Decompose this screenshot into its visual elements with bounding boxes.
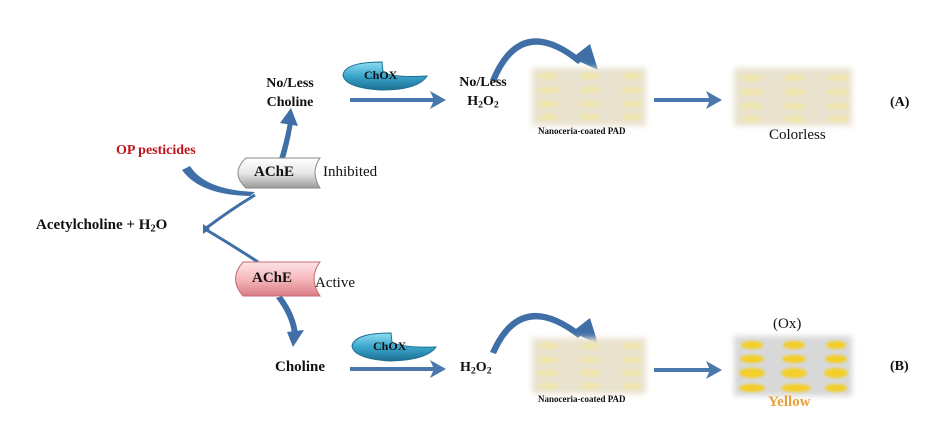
result-a-colorless-pad xyxy=(734,68,852,126)
active-state-label: Active xyxy=(315,275,355,291)
chox-enzyme-icon-b xyxy=(351,332,437,362)
choline-label: Choline xyxy=(275,359,326,375)
arrow-choline-to-h2o2-b xyxy=(350,360,446,378)
ache-active-enzyme-icon xyxy=(235,261,321,297)
pesticide-curved-arrow-icon xyxy=(182,166,255,196)
no-less-h2o2-label: No/Less H2O2 xyxy=(451,73,515,111)
pad-caption-a: Nanoceria-coated PAD xyxy=(538,126,626,136)
result-b-yellow-pad xyxy=(734,336,852,396)
chox-label-b: ChOX xyxy=(373,339,407,353)
pathway-a-label: (A) xyxy=(890,95,910,110)
colorless-label: Colorless xyxy=(769,127,826,143)
ache-inhibited-enzyme-icon xyxy=(237,157,321,189)
chox-enzyme-icon-a xyxy=(342,61,428,91)
branch-junction xyxy=(203,224,210,234)
h2o2-formula-a: H2O2 xyxy=(467,94,499,111)
branch-to-inhibited xyxy=(204,193,256,231)
ache-inhibited-label: AChE xyxy=(254,164,295,180)
branch-lines xyxy=(203,193,259,264)
ache-active-label: AChE xyxy=(252,270,293,286)
ox-label: (Ox) xyxy=(773,316,802,332)
curved-arrow-to-pad-b-icon xyxy=(490,312,598,354)
substrate-text: Acetylcholine + H xyxy=(36,217,151,233)
h2o2-formula-b: H2O2 xyxy=(460,360,492,377)
inhibited-state-label: Inhibited xyxy=(323,164,378,180)
branch-to-active xyxy=(204,227,259,264)
arrow-pad-to-result-a xyxy=(654,91,722,109)
op-pesticides-label: OP pesticides xyxy=(116,143,196,158)
substrate-tail: O xyxy=(155,217,168,233)
pad-b-image xyxy=(532,338,646,394)
yellow-label: Yellow xyxy=(768,394,811,410)
pathway-b-label: (B) xyxy=(890,359,909,374)
arrow-pad-to-result-b xyxy=(654,361,722,379)
no-less-choline-label: No/Less Choline xyxy=(258,74,322,112)
pad-caption-b: Nanoceria-coated PAD xyxy=(538,394,626,404)
no-less-choline-line1: No/Less xyxy=(266,76,314,91)
no-less-choline-line2: Choline xyxy=(266,95,314,110)
pad-a-image xyxy=(532,68,646,126)
active-down-arrow-icon xyxy=(276,296,304,347)
inhibited-up-arrow-icon xyxy=(278,108,298,162)
chox-label-a: ChOX xyxy=(364,68,398,82)
substrate-label: Acetylcholine + H2O xyxy=(36,217,167,234)
substrate-subscript: 2 xyxy=(150,223,156,235)
curved-arrow-to-pad-a-icon xyxy=(490,38,598,82)
no-less-h2o2-line1: No/Less xyxy=(459,75,507,90)
arrow-choline-to-h2o2-a xyxy=(350,91,446,109)
